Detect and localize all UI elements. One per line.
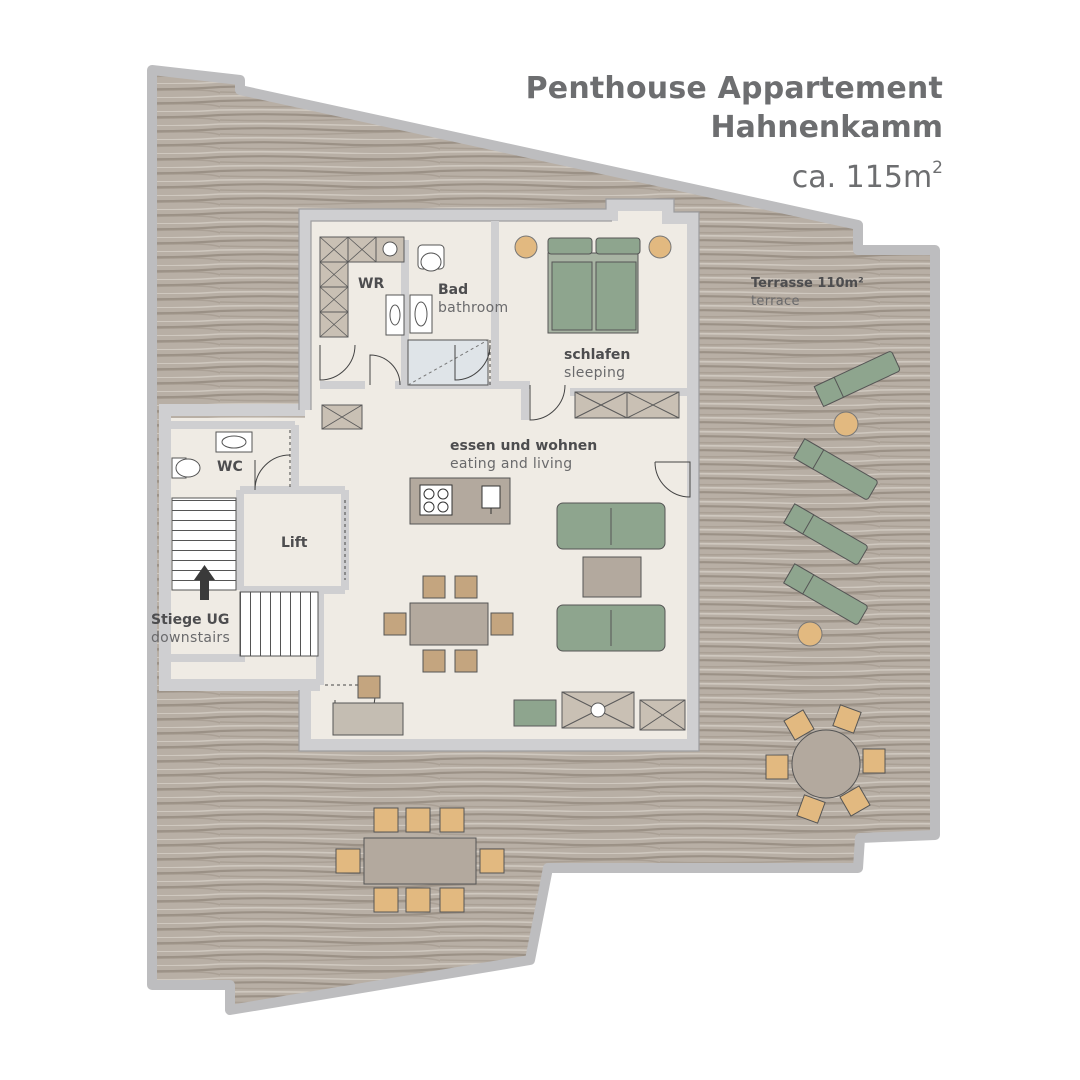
room-label-stiege: Stiege UG downstairs bbox=[151, 611, 230, 647]
stairs-lower bbox=[239, 591, 319, 657]
bathroom-fixtures bbox=[385, 244, 489, 386]
outer-walls bbox=[159, 199, 699, 751]
sofas bbox=[556, 502, 666, 652]
bad-sublabel: bathroom bbox=[438, 300, 509, 316]
dining-table-terrace bbox=[335, 807, 505, 913]
title-line1: Penthouse Appartement bbox=[525, 71, 943, 106]
arrow-up-icon bbox=[194, 565, 215, 600]
room-label-wc: WC bbox=[217, 458, 243, 476]
room-label-schlafen: schlafen sleeping bbox=[564, 346, 630, 382]
schlafen-sublabel: sleeping bbox=[564, 365, 626, 381]
area-label: ca. 115m2 bbox=[526, 148, 943, 198]
title-line2: Hahnenkamm bbox=[710, 110, 944, 145]
loungers bbox=[783, 351, 901, 625]
lift-label: Lift bbox=[281, 535, 308, 551]
essen-sublabel: eating and living bbox=[450, 456, 573, 472]
room-label-wr: WR bbox=[358, 275, 384, 293]
sideboard bbox=[513, 691, 686, 731]
terrasse-sublabel: terrace bbox=[751, 294, 800, 309]
essen-label: essen und wohnen bbox=[450, 438, 598, 454]
stiege-sublabel: downstairs bbox=[151, 630, 231, 646]
schlafen-label: schlafen bbox=[564, 347, 631, 363]
area-sup: 2 bbox=[932, 158, 943, 178]
round-table-terrace bbox=[765, 704, 886, 824]
wc-label: WC bbox=[217, 459, 243, 475]
kitchen-island bbox=[409, 477, 511, 525]
area-value: ca. 115m bbox=[791, 160, 933, 195]
room-label-essen: essen und wohnen eating and living bbox=[450, 437, 597, 473]
bed bbox=[514, 235, 672, 334]
terrasse-label: Terrasse 110m² bbox=[751, 276, 864, 291]
title-block: Penthouse Appartement Hahnenkamm ca. 115… bbox=[526, 70, 943, 198]
bedroom-wardrobe bbox=[574, 391, 680, 419]
dining-table-indoor bbox=[383, 575, 514, 673]
bad-label: Bad bbox=[438, 282, 469, 298]
stiege-label: Stiege UG bbox=[151, 612, 230, 628]
room-label-bad: Bad bathroom bbox=[438, 281, 508, 317]
room-label-terrasse: Terrasse 110m² terrace bbox=[751, 275, 864, 311]
wr-label: WR bbox=[358, 276, 385, 292]
room-label-lift: Lift bbox=[281, 534, 308, 552]
